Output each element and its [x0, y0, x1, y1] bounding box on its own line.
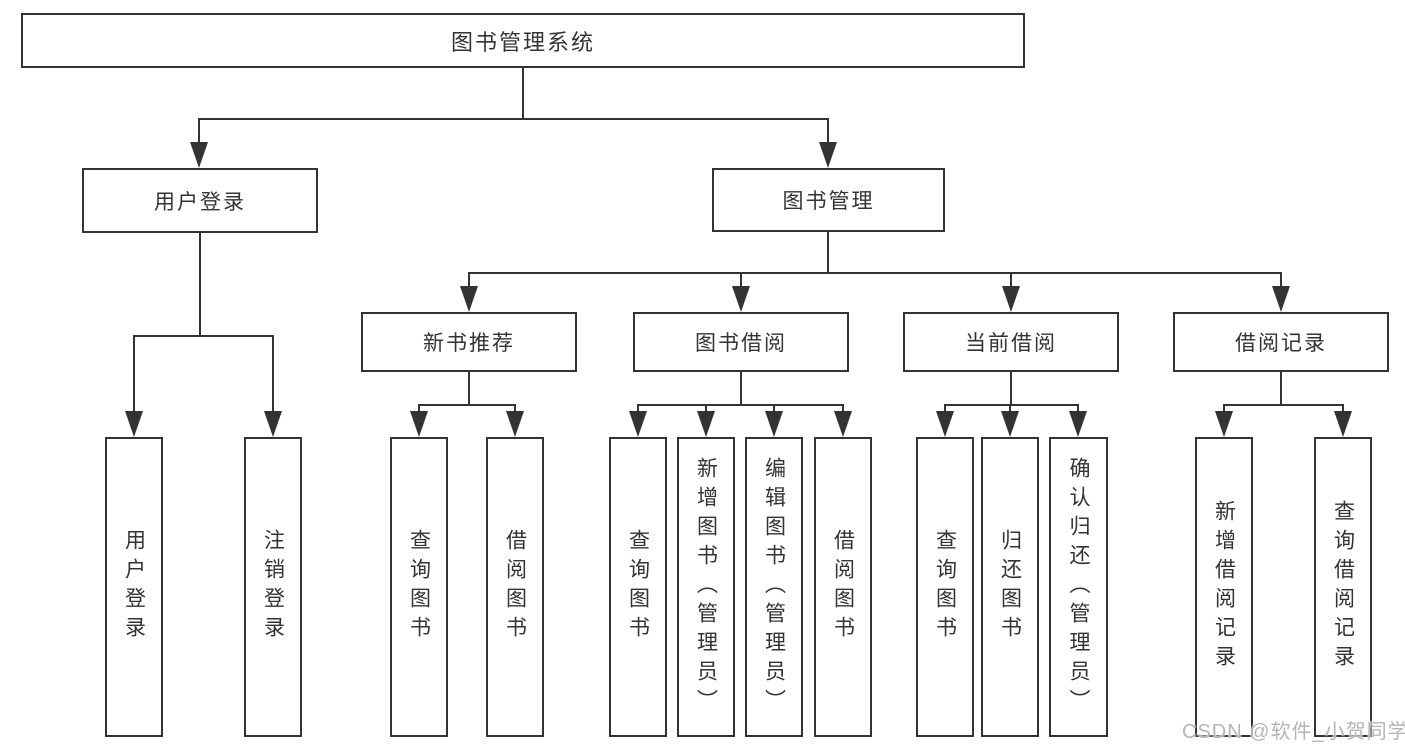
arrow-down-icon — [190, 142, 208, 168]
arrow-down-icon — [1069, 411, 1087, 437]
arrow-down-icon — [460, 286, 478, 312]
node-book-management-label: 图书管理 — [782, 190, 875, 213]
arrow-down-icon — [936, 411, 954, 437]
arrow-down-icon — [834, 411, 852, 437]
leaf-user-login: 用户登录 — [105, 437, 163, 737]
arrow-down-icon — [697, 411, 715, 437]
connector-g3-hline — [944, 404, 1079, 406]
node-book-management: 图书管理 — [712, 168, 945, 232]
arrow-down-icon — [1001, 411, 1019, 437]
connector-user-login-shaft — [198, 118, 200, 146]
connector-g2-shaft — [705, 404, 707, 416]
leaf-bb-edit-book-admin-label: 编辑图书（管理员） — [762, 456, 786, 718]
arrow-down-icon — [765, 411, 783, 437]
connector-g2-shaft — [773, 404, 775, 416]
connector-g1-vline — [468, 372, 470, 406]
leaf-cb-confirm-return-admin-label: 确认归还（管理员） — [1067, 456, 1090, 718]
leaf-br-add-record-label: 新增借阅记录 — [1212, 500, 1236, 674]
node-user-login-label: 用户登录 — [154, 190, 246, 214]
arrow-down-icon — [125, 411, 143, 437]
leaf-bb-borrow-book: 借阅图书 — [814, 437, 872, 737]
connector-newbook-shaft — [468, 272, 470, 290]
connector-g2-vline — [740, 372, 742, 406]
connector-login-leaf-shaft — [133, 335, 135, 415]
leaf-bb-add-book-admin: 新增图书（管理员） — [677, 437, 735, 737]
connector-g1-shaft — [514, 404, 516, 416]
connector-logout-leaf-shaft — [272, 335, 274, 415]
node-new-book-recommend-label: 新书推荐 — [423, 332, 515, 355]
arrow-down-icon — [506, 411, 524, 437]
leaf-br-query-record-label: 查询借阅记录 — [1331, 500, 1355, 674]
node-book-borrow: 图书借阅 — [633, 312, 849, 372]
leaf-bb-edit-book-admin: 编辑图书（管理员） — [745, 437, 803, 737]
node-user-login: 用户登录 — [82, 168, 318, 233]
node-root-label: 图书管理系统 — [450, 29, 595, 55]
arrow-down-icon — [1272, 286, 1290, 312]
node-book-borrow-label: 图书借阅 — [695, 332, 787, 355]
connector-user-hline — [133, 335, 274, 337]
arrow-down-icon — [1215, 411, 1233, 437]
leaf-nb-query-book: 查询图书 — [390, 437, 448, 737]
arrow-down-icon — [732, 286, 750, 312]
connector-book-mgmt-shaft — [827, 118, 829, 146]
connector-g2-shaft — [842, 404, 844, 416]
node-current-borrow-label: 当前借阅 — [965, 332, 1057, 355]
leaf-bb-add-book-admin-label: 新增图书（管理员） — [694, 456, 718, 718]
leaf-logout-label: 注销登录 — [261, 529, 285, 645]
connector-g4-shaft — [1342, 404, 1344, 416]
connector-g3-shaft — [1009, 404, 1011, 416]
leaf-bb-query-book-label: 查询图书 — [626, 529, 650, 645]
arrow-down-icon — [410, 411, 428, 437]
connector-g3-vline — [1010, 372, 1012, 406]
leaf-cb-confirm-return-admin: 确认归还（管理员） — [1049, 437, 1108, 737]
node-current-borrow: 当前借阅 — [903, 312, 1119, 372]
leaf-cb-query-book-label: 查询图书 — [933, 529, 957, 645]
arrow-down-icon — [819, 142, 837, 168]
leaf-logout: 注销登录 — [244, 437, 302, 737]
node-root: 图书管理系统 — [21, 13, 1025, 68]
leaf-nb-borrow-book: 借阅图书 — [486, 437, 544, 737]
leaf-bb-query-book: 查询图书 — [609, 437, 667, 737]
node-borrow-record-label: 借阅记录 — [1235, 332, 1327, 355]
leaf-bb-borrow-book-label: 借阅图书 — [831, 529, 855, 645]
connector-user-vline — [199, 233, 201, 337]
connector-level3-hline — [468, 272, 1282, 274]
connector-current-shaft — [1010, 272, 1012, 290]
node-new-book-recommend: 新书推荐 — [361, 312, 577, 372]
leaf-nb-borrow-book-label: 借阅图书 — [503, 529, 527, 645]
connector-g2-hline — [637, 404, 844, 406]
connector-borrow-shaft — [740, 272, 742, 290]
leaf-cb-return-book: 归还图书 — [981, 437, 1039, 737]
leaf-cb-return-book-label: 归还图书 — [998, 529, 1022, 645]
connector-g4-shaft — [1223, 404, 1225, 416]
node-borrow-record: 借阅记录 — [1173, 312, 1389, 372]
csdn-watermark: CSDN @软件_小贺同学 — [1182, 721, 1405, 743]
connector-g4-hline — [1223, 404, 1344, 406]
connector-g1-shaft — [418, 404, 420, 416]
connector-g3-shaft — [944, 404, 946, 416]
leaf-br-add-record: 新增借阅记录 — [1195, 437, 1253, 737]
connector-g1-hline — [418, 404, 516, 406]
arrow-down-icon — [1002, 286, 1020, 312]
arrow-down-icon — [629, 411, 647, 437]
leaf-cb-query-book: 查询图书 — [916, 437, 974, 737]
connector-mgmt-vline — [827, 232, 829, 273]
connector-g4-vline — [1280, 372, 1282, 406]
leaf-user-login-label: 用户登录 — [122, 529, 146, 645]
connector-root-vline — [522, 68, 524, 118]
connector-record-shaft — [1280, 272, 1282, 290]
leaf-br-query-record: 查询借阅记录 — [1314, 437, 1372, 737]
arrow-down-icon — [1334, 411, 1352, 437]
leaf-nb-query-book-label: 查询图书 — [407, 529, 431, 645]
arrow-down-icon — [264, 411, 282, 437]
connector-level2-hline — [198, 118, 829, 120]
connector-g3-shaft — [1077, 404, 1079, 416]
connector-g2-shaft — [637, 404, 639, 416]
